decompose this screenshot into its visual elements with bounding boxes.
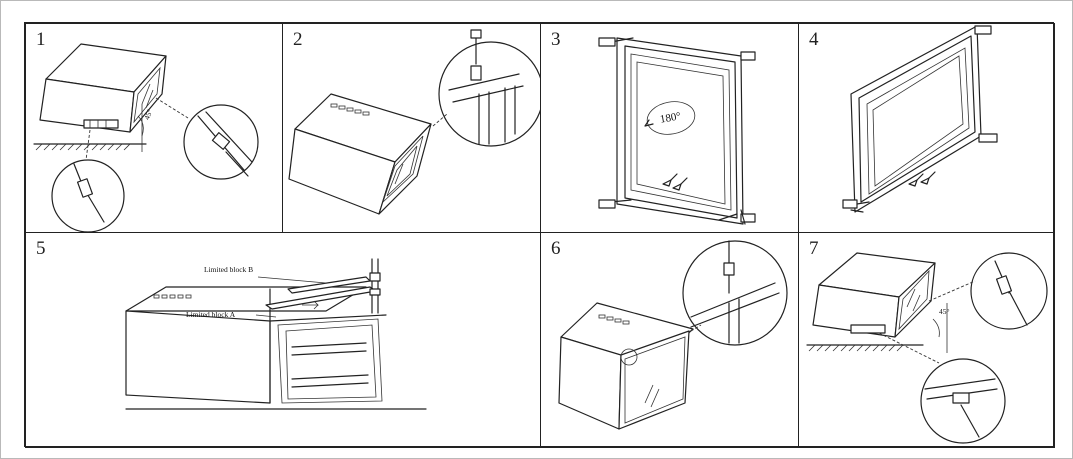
step-panel-7: 7 — [798, 232, 1055, 448]
limited-block-b-label: Limited block B — [204, 265, 254, 274]
step-7-illustration — [806, 252, 1048, 444]
step-panel-1: 1 — [25, 23, 283, 233]
step-3-illustration — [598, 37, 756, 225]
step-2-illustration — [288, 29, 540, 215]
step-number: 5 — [36, 238, 46, 259]
angle-label: 45° — [939, 307, 950, 316]
instruction-grid: 1 — [24, 22, 1055, 448]
step-panel-2: 2 — [282, 23, 541, 233]
step-5-illustration — [125, 258, 427, 410]
step-panel-4: 4 — [798, 23, 1055, 233]
limited-block-a-label: Limited block A — [186, 310, 236, 319]
step-number: 6 — [551, 238, 561, 259]
step-1-illustration — [33, 43, 259, 232]
step-4-illustration — [842, 25, 998, 213]
step-panel-5: 5 Limit — [25, 232, 541, 448]
step-number: 7 — [809, 238, 819, 259]
step-panel-6: 6 — [540, 232, 799, 448]
step-panel-3: 3 180° — [540, 23, 799, 233]
step-number: 4 — [809, 29, 819, 50]
step-number: 1 — [36, 29, 46, 50]
step-number: 3 — [551, 29, 561, 50]
step-6-illustration — [558, 240, 788, 430]
step-number: 2 — [293, 29, 303, 50]
